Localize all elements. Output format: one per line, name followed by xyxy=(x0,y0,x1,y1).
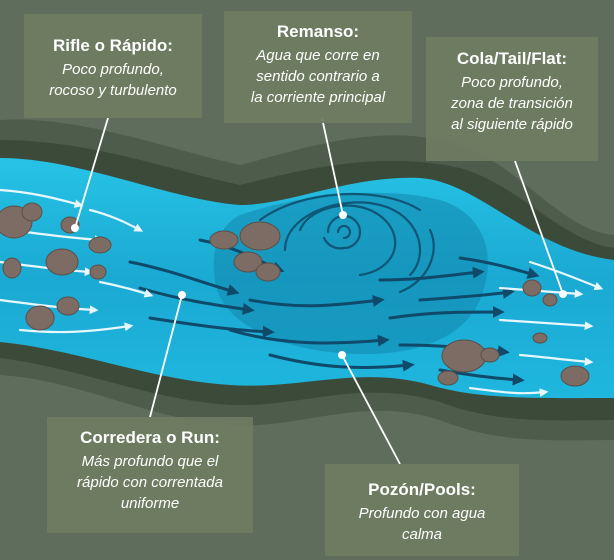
rock xyxy=(255,262,281,282)
callout-remanso-line-1: Agua que corre en xyxy=(256,47,380,64)
flow-arrow-light xyxy=(98,280,154,298)
callout-pozon-line-2: calma xyxy=(401,526,442,543)
flow-arrow-light xyxy=(528,260,604,291)
rock xyxy=(45,248,79,276)
rock xyxy=(89,264,107,280)
callout-corredera-line-2: rápido con correntada xyxy=(77,474,223,491)
rifle-pointer-dot xyxy=(71,224,79,232)
flow-arrow-light xyxy=(518,353,594,366)
rock xyxy=(522,279,542,297)
rifle-pointer-line xyxy=(74,117,109,229)
rock xyxy=(25,305,55,331)
flow-arrow-dark xyxy=(128,260,240,296)
rock xyxy=(532,332,548,344)
flow-arrow-dark xyxy=(268,353,415,372)
pozon-pointer-dot xyxy=(338,351,346,359)
callout-corredera: Corredera o Run: Más profundo que el ráp… xyxy=(47,417,253,533)
flow-arrow-dark xyxy=(248,294,385,308)
callout-rifle-description: Poco profundo, rocoso y turbulento xyxy=(24,59,202,101)
flow-arrow-dark xyxy=(228,328,390,347)
callout-cola-line-3: al siguiente rápido xyxy=(451,116,573,133)
callout-remanso-line-2: sentido contrario a xyxy=(256,68,380,85)
flow-arrow-light xyxy=(88,208,144,232)
eddy-swirl xyxy=(258,192,435,294)
flow-arrow-dark xyxy=(378,266,485,282)
rock xyxy=(88,236,112,254)
corredera-pointer-dot xyxy=(178,291,186,299)
callout-pozon: Pozón/Pools: Profundo con agua calma xyxy=(325,464,519,556)
remanso-pointer-line xyxy=(321,117,344,216)
flow-arrow-light xyxy=(0,188,84,208)
callout-rifle-line-2: rocoso y turbulento xyxy=(49,82,177,99)
cola-pointer-dot xyxy=(559,290,567,298)
corredera-pointer-line xyxy=(149,294,183,418)
callout-cola-description: Poco profundo, zona de transición al sig… xyxy=(426,72,598,135)
rock xyxy=(480,347,500,363)
callout-pozon-line-1: Profundo con agua xyxy=(358,505,486,522)
callout-remanso-title: Remanso: xyxy=(276,22,360,41)
rock xyxy=(239,221,281,251)
flow-arrow-light xyxy=(468,386,549,397)
callout-corredera-description: Más profundo que el rápido con correntad… xyxy=(47,451,253,514)
rock xyxy=(560,365,590,387)
pozon-pointer-line xyxy=(341,354,401,465)
flow-arrow-light xyxy=(18,322,134,334)
callout-corredera-title: Corredera o Run: xyxy=(80,428,220,447)
rock xyxy=(2,257,22,279)
callout-pozon-description: Profundo con agua calma xyxy=(325,503,519,545)
callout-remanso-description: Agua que corre en sentido contrario a la… xyxy=(224,45,412,108)
flow-arrow-light xyxy=(0,298,99,315)
flow-arrow-dark xyxy=(388,306,505,320)
flow-arrow-dark xyxy=(418,287,515,302)
callout-cola-line-1: Poco profundo, xyxy=(461,74,563,91)
rock xyxy=(437,370,459,386)
rock xyxy=(21,202,43,222)
callout-remanso-line-3: la corriente principal xyxy=(250,89,386,106)
rock xyxy=(542,293,558,307)
callout-rifle-title: Rifle o Rápido: xyxy=(53,36,173,55)
flow-arrow-light xyxy=(498,286,584,298)
cola-pointer-line xyxy=(514,160,564,295)
callout-cola-line-2: zona de transición xyxy=(451,95,573,112)
remanso-pointer-dot xyxy=(339,211,347,219)
flow-arrow-dark xyxy=(458,256,540,279)
rock xyxy=(441,339,487,373)
callout-rifle: Rifle o Rápido: Poco profundo, rocoso y … xyxy=(24,14,202,118)
callout-cola: Cola/Tail/Flat: Poco profundo, zona de t… xyxy=(426,37,598,161)
flow-arrow-dark xyxy=(148,316,275,338)
callout-rifle-line-1: Poco profundo, xyxy=(62,61,164,78)
callout-cola-title: Cola/Tail/Flat: xyxy=(456,49,568,68)
callout-corredera-line-3: uniforme xyxy=(120,495,180,512)
callout-pozon-title: Pozón/Pools: xyxy=(368,480,476,499)
rock xyxy=(209,230,239,250)
callout-remanso: Remanso: Agua que corre en sentido contr… xyxy=(224,11,412,123)
rock xyxy=(56,296,80,316)
flow-arrow-light xyxy=(498,318,594,331)
rock xyxy=(233,251,263,273)
callout-corredera-line-1: Más profundo que el xyxy=(81,453,219,470)
